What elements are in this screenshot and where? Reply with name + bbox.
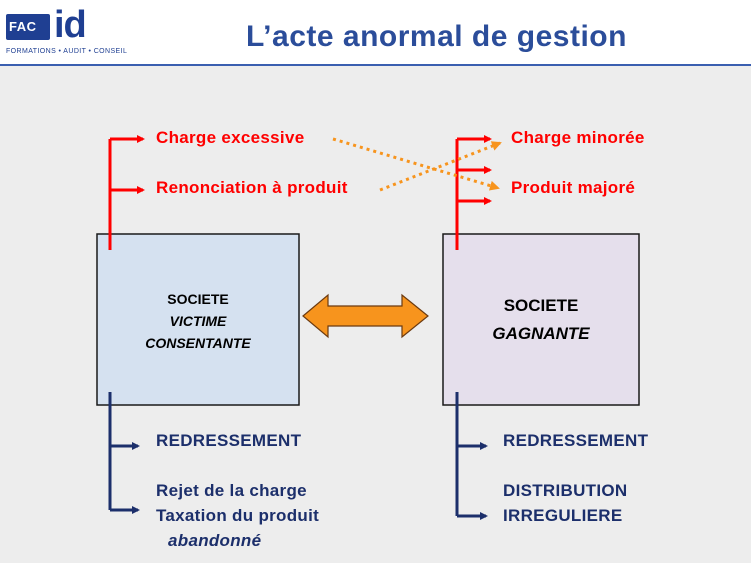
bidirectional-arrow (302, 293, 429, 339)
right-top-item-1: Charge minorée (511, 128, 645, 147)
right-bottom-item-3: IRREGULIERE (503, 506, 623, 525)
left-bottom-item-4: abandonné (168, 531, 262, 550)
left-company-box (96, 233, 300, 406)
logo-tagline: FORMATIONS • AUDIT • CONSEIL (6, 48, 128, 55)
left-bottom-item-1: REDRESSEMENT (156, 431, 302, 450)
header: FAC id FORMATIONS • AUDIT • CONSEIL L’ac… (0, 0, 751, 66)
left-box-label: SOCIETE VICTIME CONSENTANTE (97, 288, 299, 354)
right-box-line1: SOCIETE (503, 296, 579, 315)
page-title: L’acte anormal de gestion (246, 20, 627, 53)
left-box-line2: VICTIME (169, 313, 227, 329)
logo-badge (6, 14, 50, 40)
cross-arrows (332, 137, 502, 192)
right-top-connectors (455, 135, 492, 250)
right-company-box (442, 233, 640, 406)
right-box-line2: GAGNANTE (492, 324, 590, 343)
right-bottom-item-1: REDRESSEMENT (503, 431, 649, 450)
header-divider (0, 64, 751, 66)
logo-id: id (54, 4, 87, 46)
left-box-line3: CONSENTANTE (145, 335, 251, 351)
left-bottom-connectors (108, 392, 140, 514)
left-top-item-2: Renonciation à produit (156, 178, 348, 197)
left-bottom-item-2: Rejet de la charge (156, 481, 307, 500)
right-box-label: SOCIETE GAGNANTE (443, 292, 639, 348)
left-bottom-item-3: Taxation du produit (156, 506, 320, 525)
right-bottom-item-2: DISTRIBUTION (503, 481, 628, 500)
right-bottom-connectors (455, 392, 488, 520)
left-top-connectors (108, 135, 145, 250)
right-top-item-2: Produit majoré (511, 178, 636, 197)
logo-fac: FAC (9, 19, 37, 34)
left-box-line1: SOCIETE (167, 291, 229, 307)
left-top-item-1: Charge excessive (156, 128, 305, 147)
